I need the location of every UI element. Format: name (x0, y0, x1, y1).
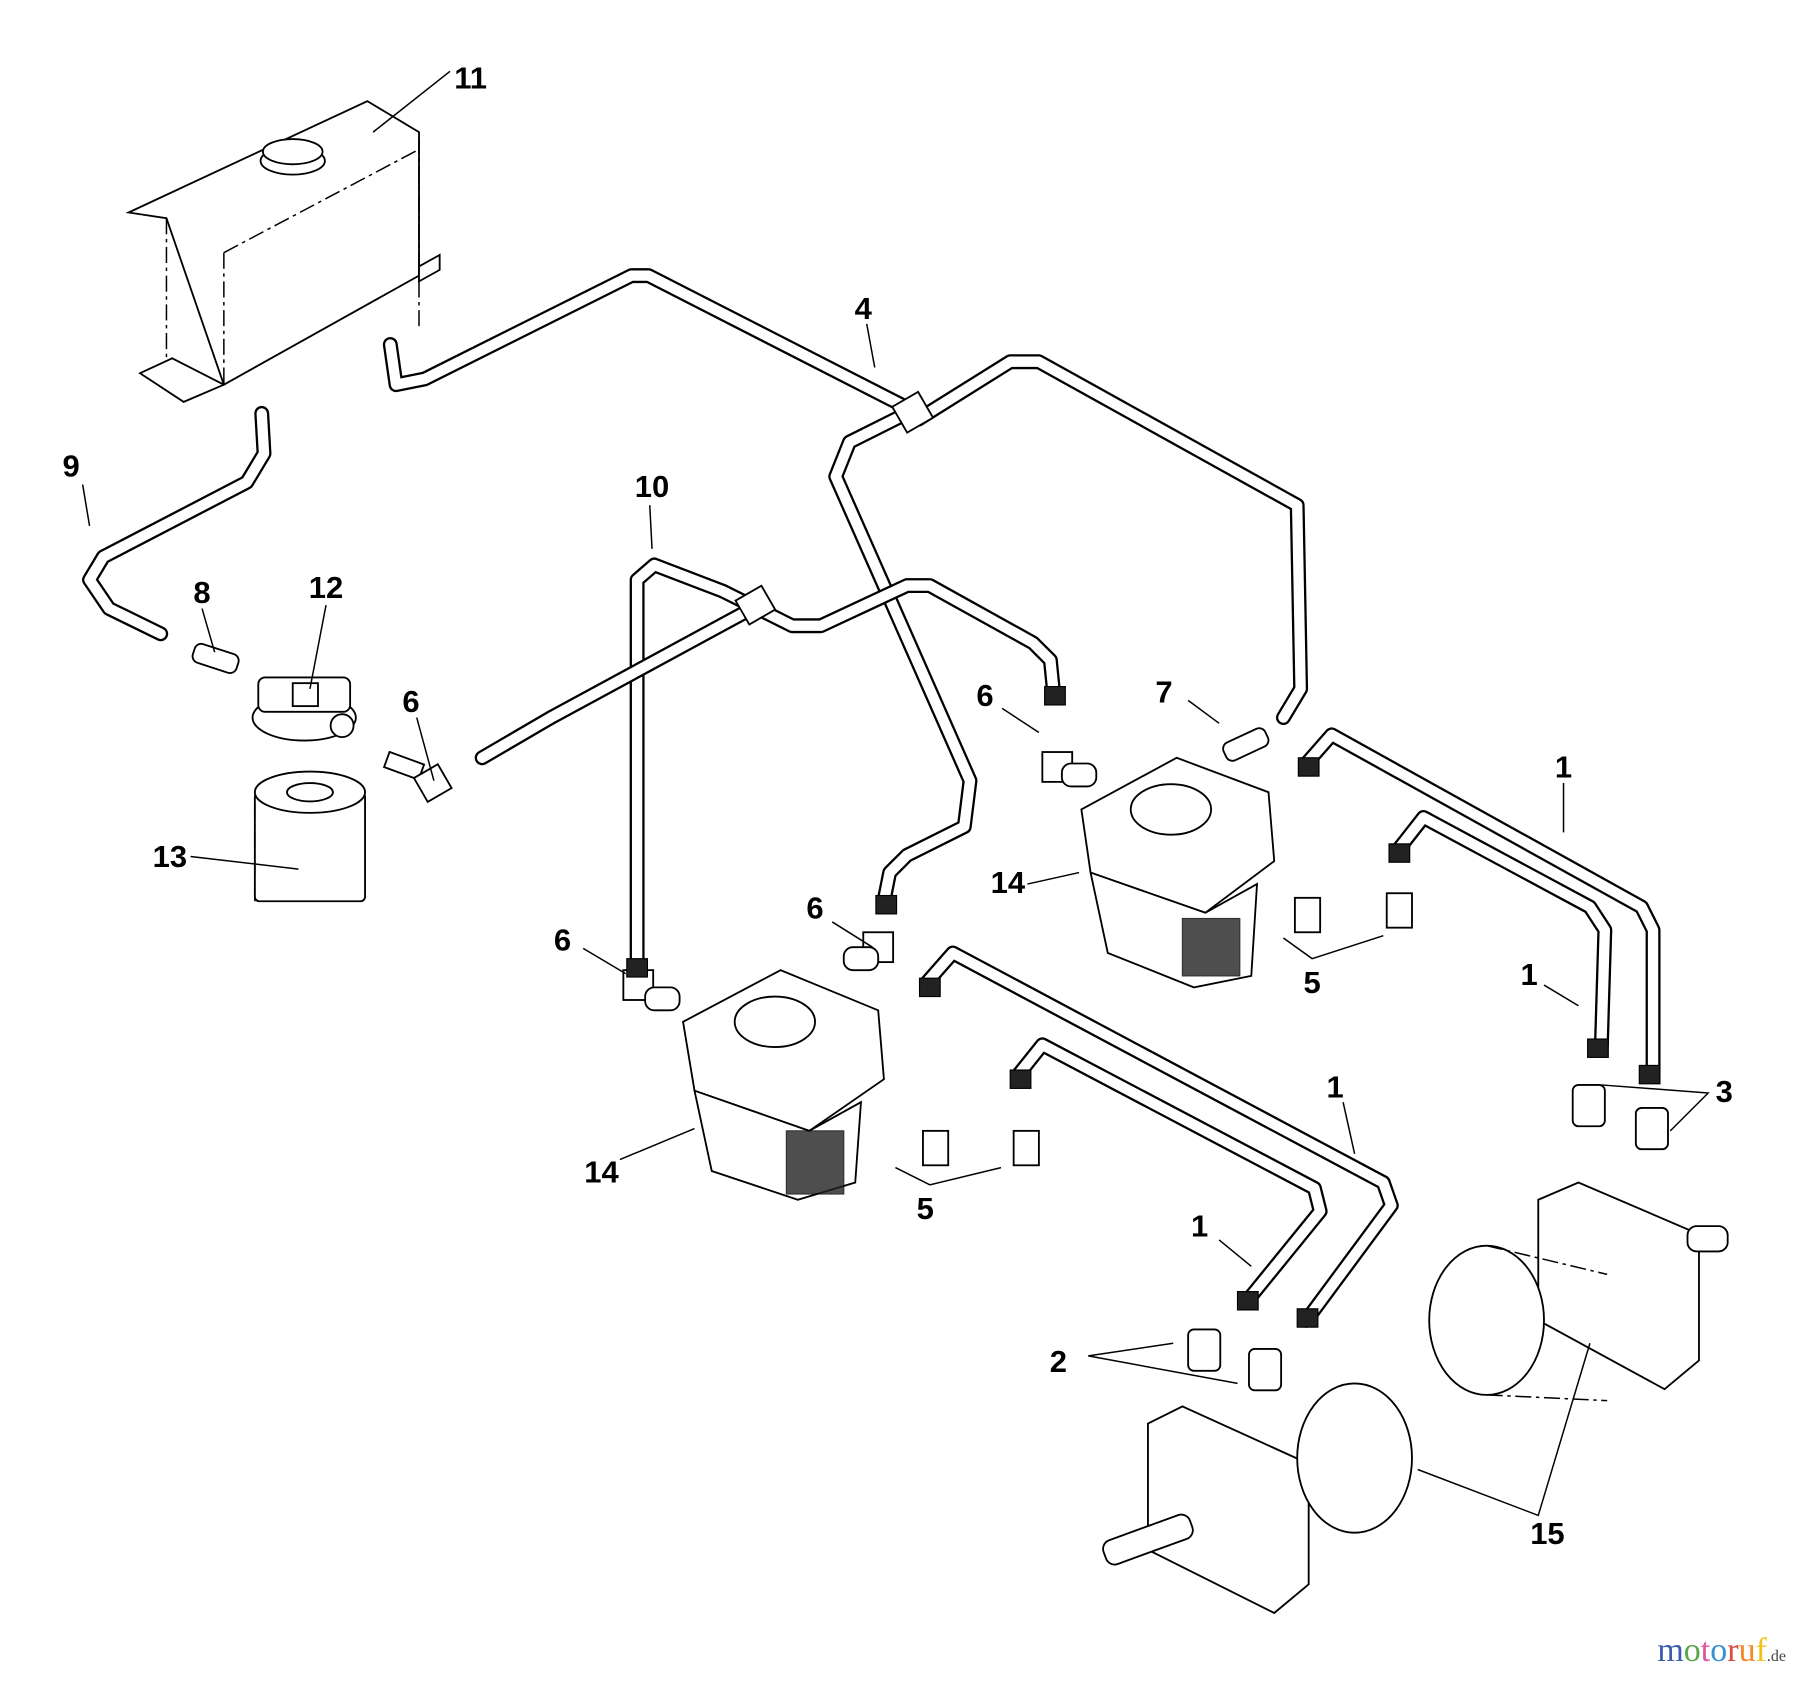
watermark-suffix: .de (1766, 1648, 1786, 1665)
callout-10: 10 (635, 469, 669, 504)
watermark-letter: t (1700, 1632, 1711, 1669)
fittings-2 (1187, 1328, 1283, 1392)
wheel-motor-15-left (1102, 1382, 1413, 1615)
hydraulic-pump-14-upper (1080, 756, 1276, 989)
reservoir-tank-11 (125, 100, 441, 403)
watermark-letter: o (1710, 1632, 1728, 1669)
callout-12: 12 (309, 570, 343, 605)
callout-1: 1 (1191, 1208, 1208, 1243)
callout-15: 15 (1530, 1516, 1564, 1551)
watermark-letter: m (1657, 1632, 1684, 1669)
watermark-letter: u (1738, 1632, 1756, 1669)
wheel-motor-15-right (1428, 1181, 1729, 1402)
callout-5: 5 (917, 1191, 934, 1226)
watermark-logo: motoruf.de (1657, 1632, 1786, 1670)
callout-11: 11 (454, 61, 487, 96)
watermark-brand: motoruf (1657, 1632, 1767, 1669)
fitting-8 (191, 642, 240, 674)
callout-9: 9 (63, 449, 80, 484)
callout-14: 14 (584, 1155, 619, 1190)
callout-14: 14 (991, 865, 1026, 900)
oil-filter-13 (253, 770, 366, 903)
tubes-1 (920, 727, 1661, 1328)
fittings-5 (922, 892, 1413, 1167)
watermark-letter: f (1755, 1632, 1767, 1669)
callout-1: 1 (1555, 749, 1572, 784)
callout-6: 6 (402, 684, 419, 719)
fittings-3 (1571, 1084, 1669, 1151)
tube-nuts (626, 686, 1661, 1328)
callout-8: 8 (193, 575, 210, 610)
callout-4: 4 (855, 291, 873, 326)
tube-9 (82, 405, 272, 642)
callout-13: 13 (153, 839, 187, 874)
tee-fitting (890, 390, 935, 434)
filter-head-12 (251, 676, 357, 742)
callout-1: 1 (1520, 957, 1537, 992)
tube-10 (474, 557, 1062, 967)
callout-6: 6 (554, 923, 571, 958)
watermark-letter: o (1683, 1632, 1701, 1669)
callout-2: 2 (1050, 1344, 1067, 1379)
callout-5: 5 (1304, 965, 1321, 1000)
callout-6: 6 (806, 890, 823, 925)
callout-6: 6 (976, 678, 993, 713)
fitting-7 (1222, 727, 1270, 762)
hydraulic-pump-14-lower (682, 969, 885, 1201)
tee-fitting (734, 584, 777, 626)
leader-lines (81, 70, 1710, 1517)
elbow-fitting-6 (622, 751, 1098, 1012)
callout-3: 3 (1716, 1074, 1733, 1109)
watermark-letter: r (1727, 1632, 1739, 1669)
callout-1: 1 (1326, 1070, 1343, 1105)
callout-7: 7 (1155, 675, 1172, 710)
elbow-fitting-6 (382, 750, 453, 804)
